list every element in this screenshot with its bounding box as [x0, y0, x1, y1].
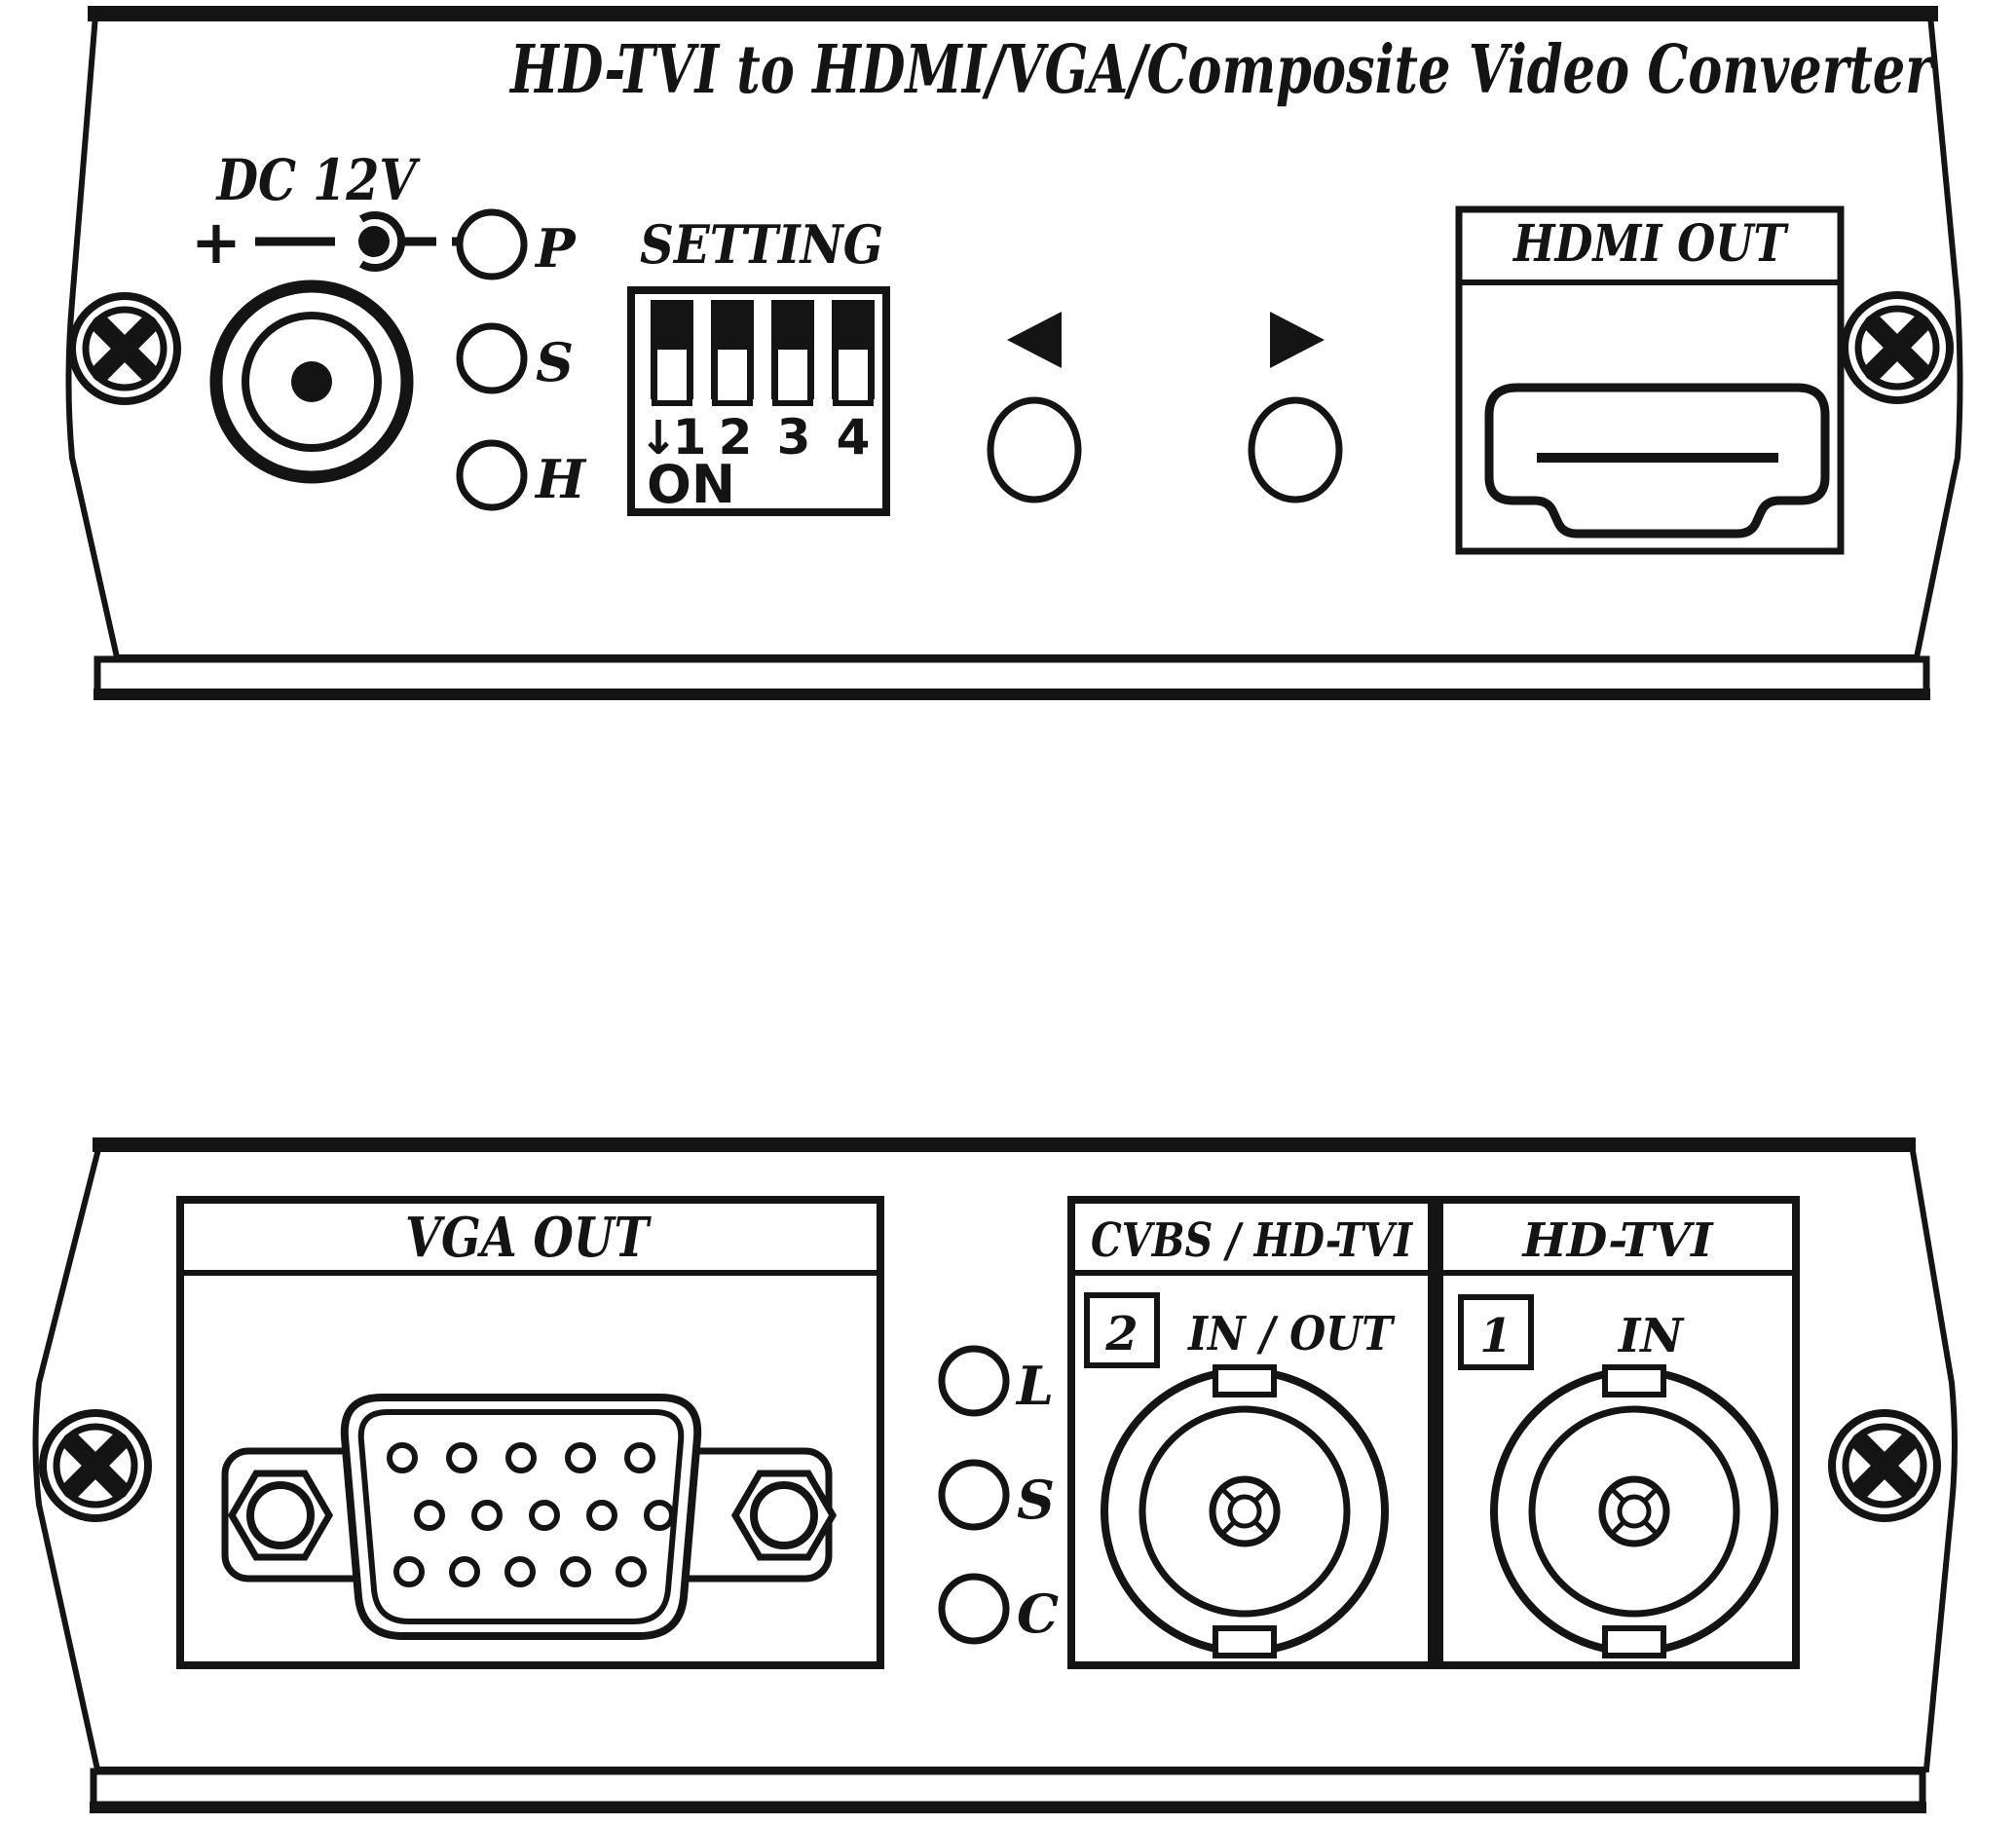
right-button [1248, 396, 1343, 503]
led-c [938, 1573, 1010, 1645]
dip-pos-2: 2 [719, 409, 753, 466]
port-number: 1 [1479, 1309, 1512, 1363]
rear-bottom-flange [90, 1768, 1926, 1808]
dip-switch-title: SETTING [640, 213, 883, 276]
front-top-edge [88, 6, 1938, 21]
rear-panel: VGA OUT [32, 1137, 1958, 1813]
barrel-jack-pin [291, 361, 332, 402]
screw-icon [1832, 1413, 1937, 1518]
led-h-label: H [534, 448, 587, 510]
front-bottom-flange [93, 655, 1930, 696]
vga-screw-post [735, 1473, 833, 1557]
vga-dsub-outer [340, 1394, 702, 1640]
screw-icon [1845, 295, 1950, 400]
dip-switch-2 [711, 300, 754, 403]
dip-switch-4 [832, 300, 875, 403]
front-panel: HD-TVI to HDMI/VGA/Composite Video Conve… [69, 6, 1963, 700]
cvbs-header-label: CVBS / HD-TVI [1091, 1213, 1413, 1268]
rear-top-edge [93, 1137, 1916, 1152]
bnc-connector-icon [1104, 1367, 1385, 1656]
polarity-symbol: + [191, 206, 512, 278]
barrel-jack-inner [242, 312, 382, 452]
dip-pos-3: 3 [777, 409, 811, 466]
rear-status-leds: L S C [938, 1345, 1059, 1645]
dip-switch-3 [771, 300, 814, 403]
down-arrow-icon: ↓ [639, 411, 678, 466]
hdmi-out-section: HDMI OUT [1455, 205, 1845, 555]
hdmi-out-label: HDMI OUT [1512, 214, 1789, 274]
cvbs-hdtvi-section: CVBS / HD-TVI 2 IN / OUT [1067, 1196, 1436, 1669]
dc-power-jack: DC 12V + [191, 147, 512, 484]
led-s-label: S [536, 331, 574, 393]
screw-icon [43, 1413, 148, 1518]
device-title: HD-TVI to HDMI/VGA/Composite Video Conve… [508, 31, 1935, 109]
vga-pin-holes [387, 1442, 675, 1587]
vga-dsub-inner [357, 1409, 685, 1624]
left-arrow-icon [1007, 312, 1062, 368]
port-number-badge [1458, 1294, 1534, 1370]
led-h [456, 439, 528, 511]
led-c-label: C [1017, 1583, 1059, 1645]
vga-screw-post [232, 1473, 329, 1557]
port-number-badge [1084, 1292, 1160, 1368]
dip-pos-4: 4 [837, 409, 871, 466]
led-s-label: S [1017, 1469, 1055, 1531]
right-arrow-icon [1270, 312, 1325, 368]
dip-on-label: ON [647, 454, 735, 515]
dip-pos-1: 1 [673, 409, 707, 466]
led-l-label: L [1015, 1355, 1054, 1417]
center-pin-dot [358, 226, 390, 257]
hdtvi-section: HD-TVI 1 IN [1436, 1196, 1800, 1669]
port-direction: IN / OUT [1186, 1307, 1396, 1361]
front-status-leds: P S H [456, 208, 587, 511]
port-direction: IN [1617, 1309, 1685, 1363]
led-l [938, 1345, 1010, 1417]
left-button [987, 396, 1082, 503]
vga-connector-icon [221, 1394, 833, 1640]
vga-out-label: VGA OUT [405, 1206, 653, 1270]
port-number: 2 [1104, 1307, 1138, 1361]
vga-out-section: VGA OUT [176, 1196, 884, 1669]
led-p [456, 208, 528, 280]
screw-icon [72, 296, 177, 401]
led-p-label: P [534, 217, 577, 279]
led-s [456, 322, 528, 394]
hdtvi-header-label: HD-TVI [1521, 1213, 1715, 1268]
bnc-connector-icon [1494, 1367, 1774, 1656]
dc-power-label: DC 12V [215, 147, 421, 213]
nav-buttons [987, 312, 1343, 503]
dip-switch-block: SETTING ↓ 1 2 3 4 ON [627, 213, 890, 516]
polarity-plus: + [191, 206, 242, 278]
dip-switch-1 [651, 300, 693, 403]
center-pin-ring [358, 211, 406, 272]
led-s [938, 1459, 1010, 1531]
